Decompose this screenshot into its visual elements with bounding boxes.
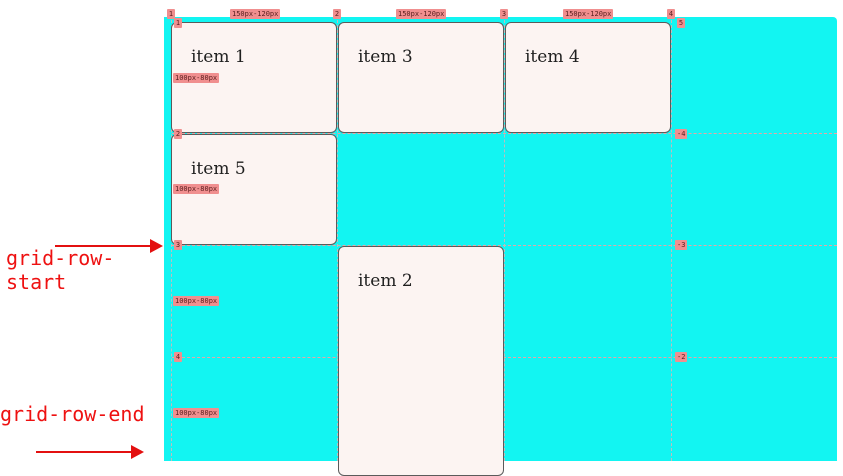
row-line-number-right: -2	[675, 352, 688, 362]
column-line-number-1: 1	[167, 9, 175, 19]
grid-item-4[interactable]: item 4	[505, 22, 671, 133]
row-size-badge: 100px-80px	[173, 408, 220, 418]
column-line-number-4: 4	[667, 9, 675, 19]
row-line-number-right: -4	[675, 129, 688, 139]
item-label: item 5	[191, 159, 246, 179]
row-size-badge: 100px-80px	[173, 296, 220, 306]
column-size-badge: 150px-120px	[563, 9, 614, 19]
row-size-badge: 100px-80px	[173, 184, 220, 194]
item-label: item 4	[525, 47, 580, 67]
grid-item-2[interactable]: item 2	[338, 246, 504, 476]
row-line-number-left: 2	[174, 129, 182, 139]
column-line-4	[671, 20, 672, 461]
item-label: item 1	[191, 47, 246, 67]
column-line-number-2: 2	[333, 9, 341, 19]
row-line-number-1: 1	[174, 18, 182, 28]
grid-row-start-annotation: grid-row- start	[6, 246, 115, 294]
row-line-number-5: 5	[677, 18, 685, 28]
column-line-number-3: 3	[500, 9, 508, 19]
grid-row-end-arrow	[36, 445, 144, 459]
row-line-number-left: 3	[174, 240, 182, 250]
row-line-number-left: 4	[174, 352, 182, 362]
column-line-3	[504, 20, 505, 461]
row-line-number-right: -3	[675, 240, 688, 250]
item-label: item 2	[358, 271, 413, 291]
column-line-2	[337, 20, 338, 461]
column-size-badge: 150px-120px	[396, 9, 447, 19]
grid-row-start-arrow	[55, 239, 163, 253]
item-label: item 3	[358, 47, 413, 67]
grid-item-3[interactable]: item 3	[338, 22, 504, 133]
row-size-badge: 100px-80px	[173, 73, 220, 83]
grid-row-end-annotation: grid-row-end	[0, 402, 145, 426]
column-size-badge: 150px-120px	[230, 9, 281, 19]
